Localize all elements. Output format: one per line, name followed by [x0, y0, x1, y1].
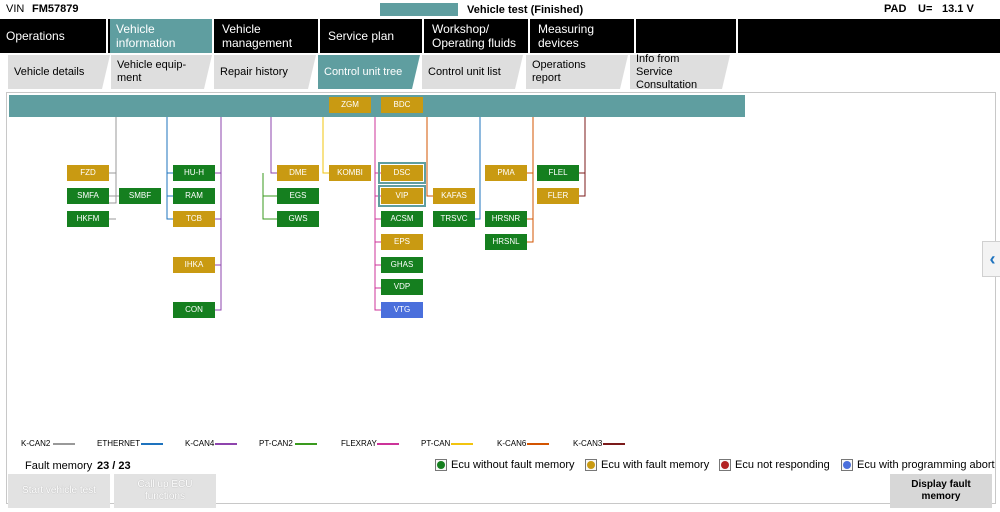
legend-k-can3: K-CAN3 [573, 439, 603, 448]
ecu-trsvc[interactable]: TRSVC [433, 211, 475, 227]
ecu-flel[interactable]: FLEL [537, 165, 579, 181]
bus-wires [109, 117, 586, 311]
legend-pt-can: PT-CAN [421, 439, 451, 448]
ecu-egs[interactable]: EGS [277, 188, 319, 204]
ecu-hkfm[interactable]: HKFM [67, 211, 109, 227]
ecu-acsm[interactable]: ACSM [381, 211, 423, 227]
gateway-bus-bar [9, 95, 745, 117]
red-dot-icon [719, 459, 731, 471]
test-status-text: Vehicle test (Finished) [467, 4, 584, 16]
ecu-dme[interactable]: DME [277, 165, 319, 181]
ecu-pma[interactable]: PMA [485, 165, 527, 181]
test-status-indicator [380, 3, 458, 16]
subtab-repair-history[interactable]: Repair history [214, 55, 316, 89]
subtab-control-unit-list[interactable]: Control unit list [422, 55, 523, 89]
tab-measuring-devices[interactable]: Measuring devices [532, 19, 636, 53]
ecu-eps[interactable]: EPS [381, 234, 423, 250]
ecu-fler[interactable]: FLER [537, 188, 579, 204]
ecu-hrsnl[interactable]: HRSNL [485, 234, 527, 250]
legend-ethernet-line [141, 443, 163, 445]
subtab-control-unit-tree[interactable]: Control unit tree [318, 55, 420, 89]
ecu-vtg[interactable]: VTG [381, 302, 423, 318]
legend-ecu-ok: Ecu without fault memory [435, 459, 575, 471]
ecu-smbf[interactable]: SMBF [119, 188, 161, 204]
status-bar: VIN FM57879 Vehicle test (Finished) PAD … [0, 0, 1000, 19]
legend-ecu-not-responding-label: Ecu not responding [735, 459, 830, 471]
subtab-vehicle-details[interactable]: Vehicle details [8, 55, 110, 89]
subtab-vehicle-equipment[interactable]: Vehicle equip-ment [111, 55, 212, 89]
tab-vehicle-information[interactable]: Vehicle information [110, 19, 214, 53]
ecu-kafas[interactable]: KAFAS [433, 188, 475, 204]
voltage-label: U= [918, 3, 933, 15]
ecu-ihka[interactable]: IHKA [173, 257, 215, 273]
vin-label: VIN [6, 3, 25, 15]
yellow-dot-icon [585, 459, 597, 471]
legend-ethernet: ETHERNET [97, 439, 141, 448]
ecu-ghas[interactable]: GHAS [381, 257, 423, 273]
ecu-bdc[interactable]: BDC [381, 97, 423, 113]
legend-ecu-programming-abort-label: Ecu with programming abort [857, 459, 995, 471]
sub-tabs: Vehicle details Vehicle equip-ment Repai… [0, 53, 1000, 91]
start-vehicle-test-button[interactable]: Start vehicle test [8, 474, 110, 508]
tab-service-plan[interactable]: Service plan [322, 19, 424, 53]
legend-ecu-fault: Ecu with fault memory [585, 459, 709, 471]
display-fault-memory-button[interactable]: Display fault memory [890, 474, 992, 508]
tab-workshop-operating-fluids[interactable]: Workshop/ Operating fluids [426, 19, 530, 53]
control-unit-tree: ZGM BDC FZD SMFA HKFM SMBF HU-H RAM TCB … [6, 92, 1000, 504]
ecu-fzd[interactable]: FZD [67, 165, 109, 181]
ecu-vip[interactable]: VIP [378, 185, 426, 207]
legend-ecu-ok-label: Ecu without fault memory [451, 459, 575, 471]
legend-k-can6-line [527, 443, 549, 445]
fault-memory-count: 23 / 23 [97, 460, 131, 472]
voltage-value: 13.1 V [942, 3, 974, 15]
vin-value: FM57879 [32, 3, 79, 15]
fault-memory-label: Fault memory [25, 460, 93, 472]
ecu-hrsnr[interactable]: HRSNR [485, 211, 527, 227]
legend-k-can2: K-CAN2 [21, 439, 51, 448]
legend-pt-can2-line [295, 443, 317, 445]
blue-dot-icon [841, 459, 853, 471]
ecu-zgm[interactable]: ZGM [329, 97, 371, 113]
ecu-smfa[interactable]: SMFA [67, 188, 109, 204]
tab-empty-1 [638, 19, 738, 53]
ecu-hu-h[interactable]: HU-H [173, 165, 215, 181]
legend-ecu-programming-abort: Ecu with programming abort [841, 459, 995, 471]
call-up-ecu-functions-button[interactable]: Call up ECU functions [114, 474, 216, 508]
ecu-vdp[interactable]: VDP [381, 279, 423, 295]
pad-label: PAD [884, 3, 907, 15]
ecu-dsc[interactable]: DSC [378, 162, 426, 184]
legend-ecu-not-responding: Ecu not responding [719, 459, 830, 471]
subtab-operations-report[interactable]: Operations report [526, 55, 628, 89]
tab-operations[interactable]: Operations [0, 19, 108, 53]
legend-k-can3-line [603, 443, 625, 445]
legend-flexray-line [377, 443, 399, 445]
subtab-info-service-consultation[interactable]: Info from Service Consultation [630, 53, 730, 91]
ecu-con[interactable]: CON [173, 302, 215, 318]
tab-empty-2 [740, 19, 1000, 53]
main-tabs: Operations Vehicle information Vehicle m… [0, 19, 1000, 53]
chevron-left-icon[interactable]: ‹ [982, 241, 1000, 277]
legend-flexray: FLEXRAY [341, 439, 377, 448]
legend-pt-can-line [451, 443, 473, 445]
tab-vehicle-management[interactable]: Vehicle management [216, 19, 320, 53]
ecu-kombi[interactable]: KOMBI [329, 165, 371, 181]
legend-k-can4: K-CAN4 [185, 439, 215, 448]
green-dot-icon [435, 459, 447, 471]
ecu-gws[interactable]: GWS [277, 211, 319, 227]
legend-pt-can2: PT-CAN2 [259, 439, 293, 448]
legend-k-can2-line [53, 443, 75, 445]
legend-ecu-fault-label: Ecu with fault memory [601, 459, 710, 471]
ecu-ram[interactable]: RAM [173, 188, 215, 204]
legend-k-can6: K-CAN6 [497, 439, 527, 448]
ecu-tcb[interactable]: TCB [173, 211, 215, 227]
legend-k-can4-line [215, 443, 237, 445]
